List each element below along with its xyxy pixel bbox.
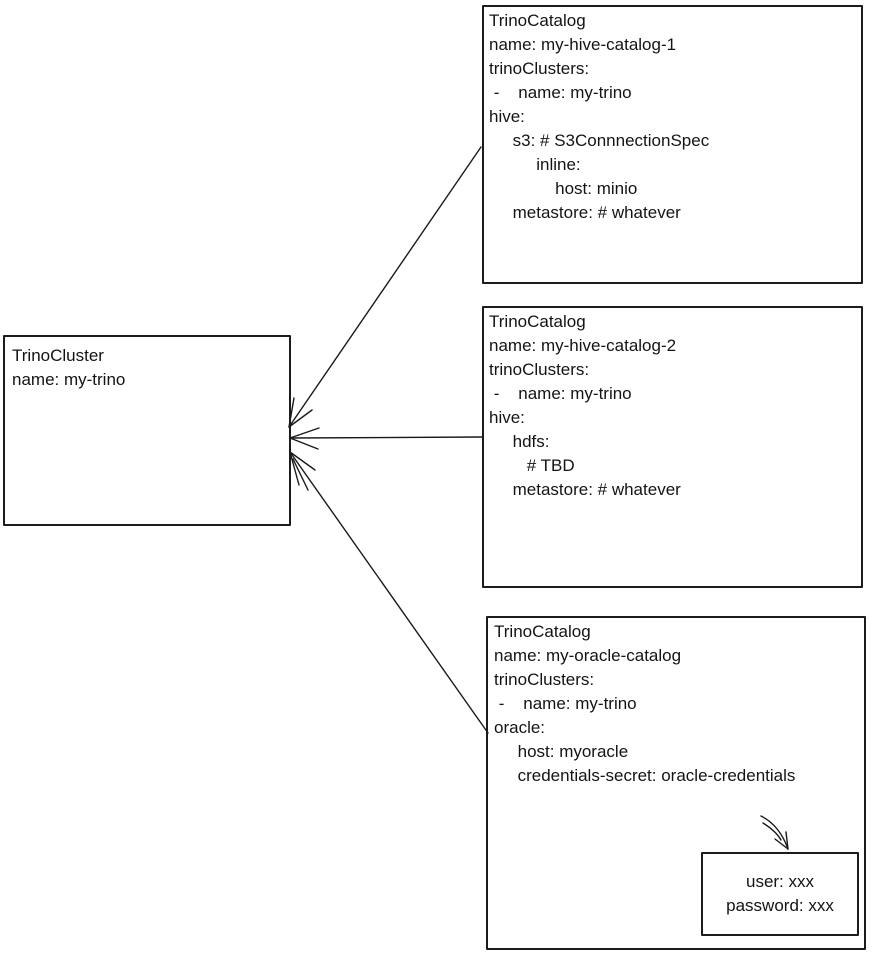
yaml-line: trinoClusters: (489, 360, 590, 379)
yaml-line: - name: my-trino (489, 83, 632, 102)
yaml-line: name: my-hive-catalog-1 (489, 35, 677, 54)
arrowhead (289, 427, 320, 450)
yaml-line: credentials-secret: oracle-credentials (494, 766, 796, 785)
edge-oracle-to-cluster (289, 451, 489, 734)
yaml-line: hive: (489, 107, 525, 126)
yaml-line: name: my-trino (12, 370, 126, 389)
yaml-line: host: minio (489, 179, 638, 198)
yaml-line: hdfs: (489, 432, 550, 451)
arrowhead (289, 451, 316, 491)
yaml-line: s3: # S3ConnnectionSpec (489, 131, 710, 150)
yaml-line: user: xxx (745, 872, 815, 891)
node-catalog-hive-2: TrinoCatalog name: my-hive-catalog-2 tri… (482, 306, 863, 588)
yaml-line: - name: my-trino (489, 384, 632, 403)
yaml-line: inline: (489, 155, 581, 174)
yaml-line: TrinoCatalog (489, 312, 586, 331)
yaml-line: TrinoCatalog (494, 622, 591, 641)
node-trino-cluster: TrinoCluster name: my-trino (3, 335, 291, 526)
yaml-line: TrinoCluster (12, 346, 104, 365)
yaml-line: trinoClusters: (489, 59, 590, 78)
edge-hive1-to-cluster (288, 146, 482, 428)
node-catalog-hive-1: TrinoCatalog name: my-hive-catalog-1 tri… (482, 5, 863, 284)
edge-hive2-to-cluster (289, 427, 484, 450)
node-catalog-oracle: TrinoCatalog name: my-oracle-catalog tri… (486, 616, 866, 950)
node-credentials-secret: user: xxx password: xxx (701, 852, 859, 936)
yaml-line: metastore: # whatever (489, 203, 681, 222)
yaml-line: oracle: (494, 718, 546, 737)
yaml-line: metastore: # whatever (489, 480, 681, 499)
yaml-line: # TBD (489, 456, 575, 475)
yaml-line: TrinoCatalog (489, 11, 586, 30)
arrowhead (288, 397, 313, 428)
yaml-line: host: myoracle (494, 742, 629, 761)
yaml-line: name: my-oracle-catalog (494, 646, 682, 665)
yaml-line: name: my-hive-catalog-2 (489, 336, 677, 355)
yaml-line: - name: my-trino (494, 694, 637, 713)
yaml-line: trinoClusters: (494, 670, 595, 689)
yaml-line: password: xxx (726, 896, 834, 915)
yaml-line: hive: (489, 408, 525, 427)
